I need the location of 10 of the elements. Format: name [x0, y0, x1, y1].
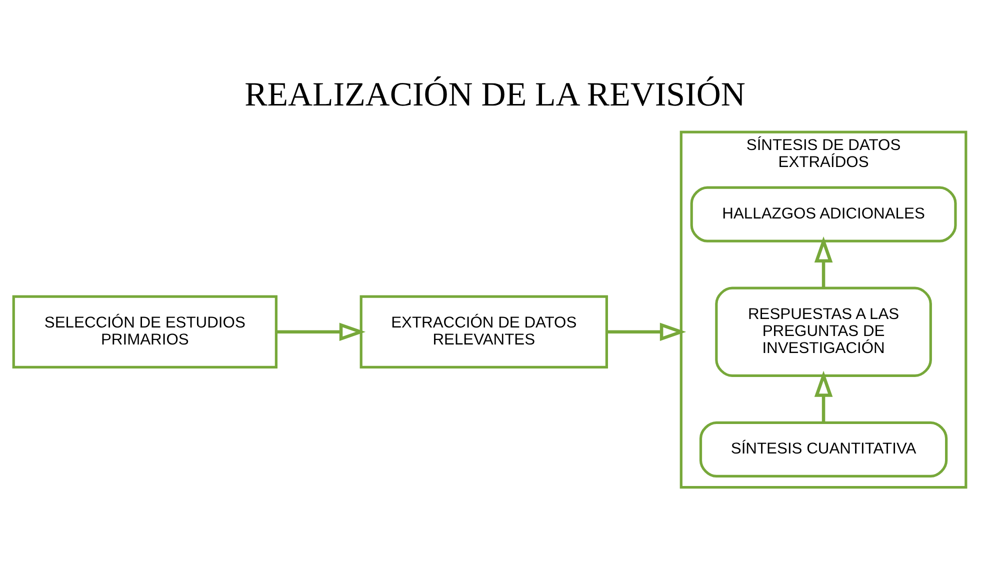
- arrow: [276, 322, 366, 342]
- node-box: SELECCIÓN DE ESTUDIOS PRIMARIOS: [12, 295, 278, 368]
- arrow: [606, 322, 686, 342]
- arrow: [814, 236, 833, 288]
- arrow: [814, 370, 833, 422]
- node-box: RESPUESTAS A LAS PREGUNTAS DE INVESTIGACIÓN: [715, 286, 932, 377]
- node-box: HALLAZGOS ADICIONALES: [690, 186, 957, 242]
- node-box: EXTRACCIÓN DE DATOS RELEVANTES: [360, 295, 608, 368]
- node-box: SÍNTESIS CUANTITATIVA: [699, 421, 948, 478]
- diagram-title: REALIZACIÓN DE LA REVISIÓN: [244, 76, 746, 114]
